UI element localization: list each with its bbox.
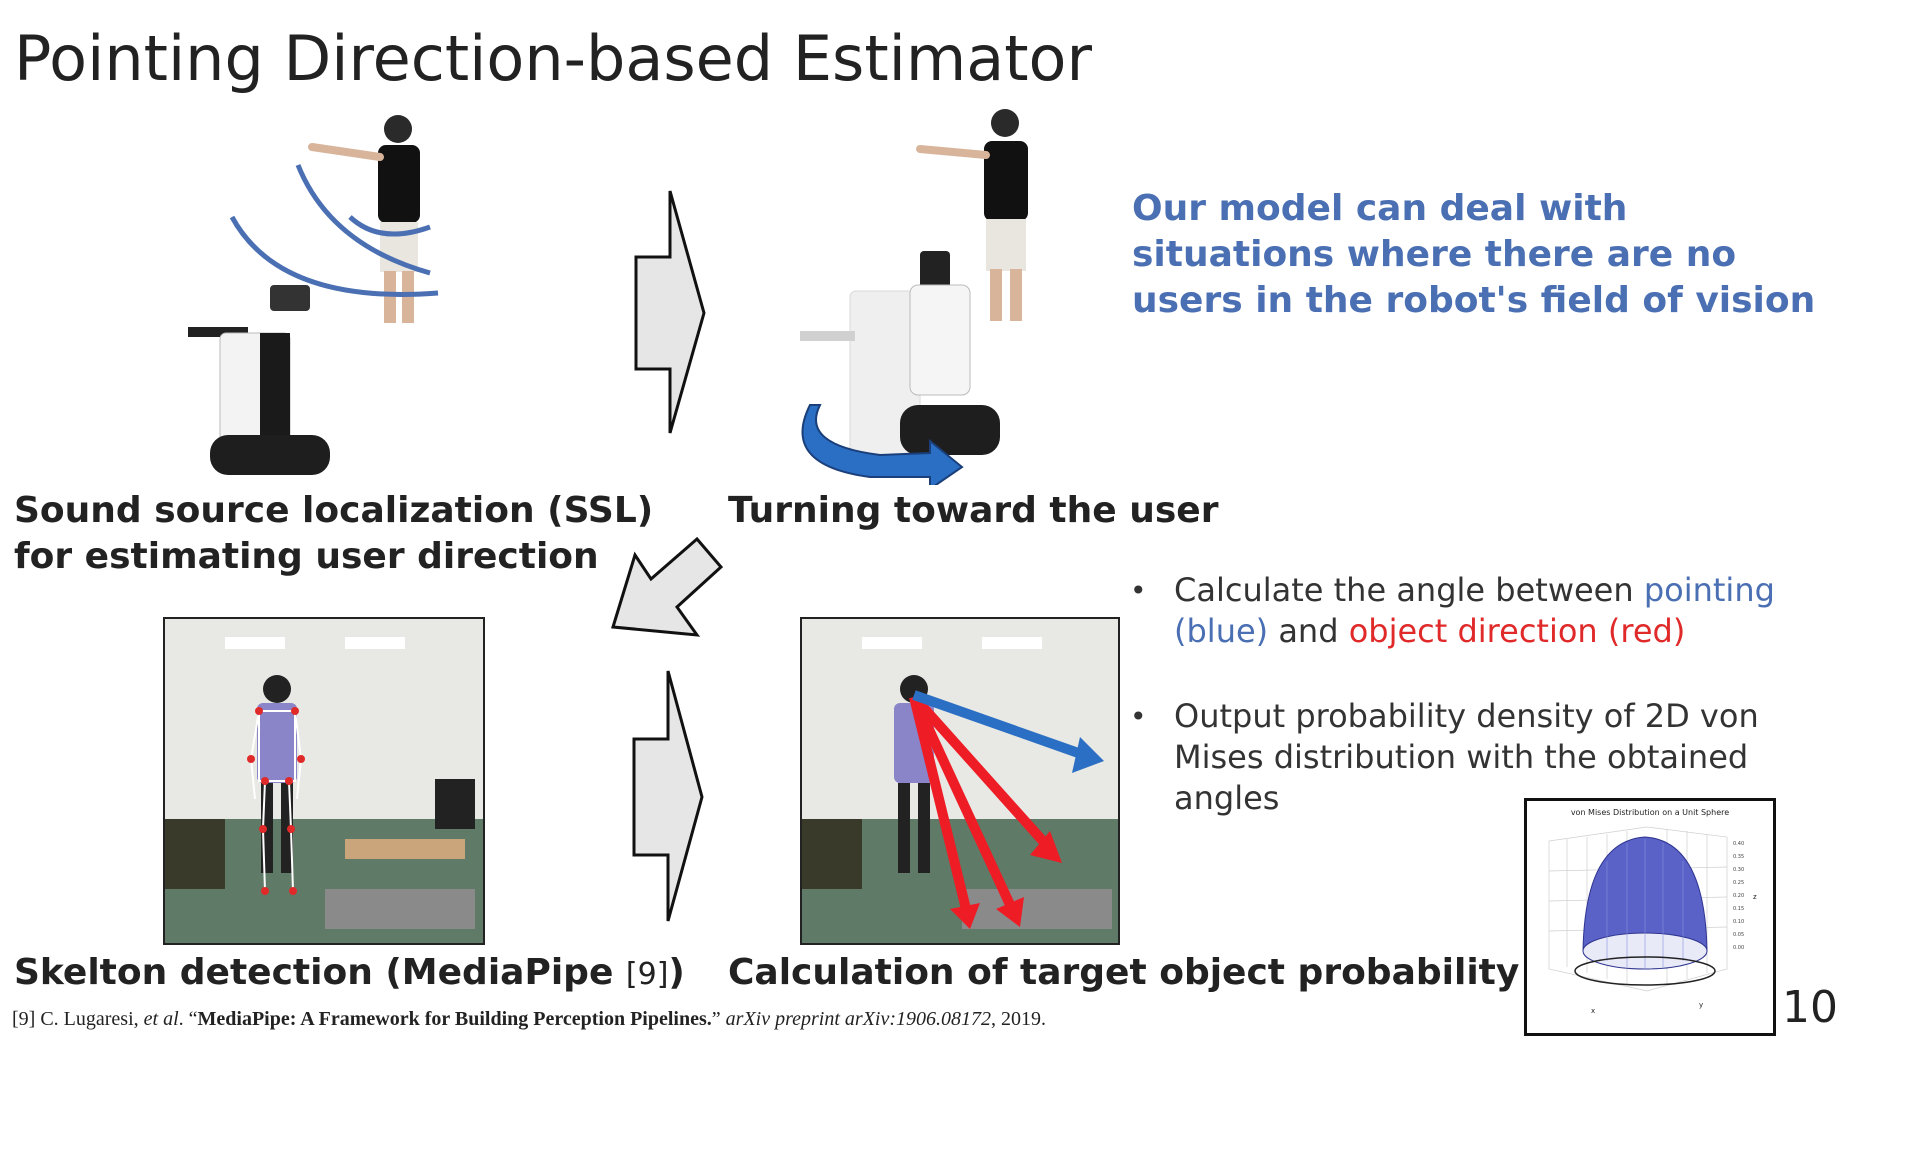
rotation-arrow [801, 404, 964, 485]
bullet-dot: • [1130, 574, 1147, 607]
skeleton-caption: Skelton detection (MediaPipe [9]) [14, 950, 685, 998]
page-number: 10 [1782, 982, 1838, 1033]
bullet-von-mises: • Output probability density of 2D von M… [1130, 696, 1790, 819]
object-direction-arrows [909, 693, 1062, 929]
z-tick: 0.25 [1733, 880, 1744, 886]
z-tick: 0.00 [1733, 945, 1744, 951]
plot-title: von Mises Distribution on a Unit Sphere [1571, 808, 1729, 817]
footnote-title: MediaPipe: A Framework for Building Perc… [197, 1008, 712, 1030]
footnote-year: , 2019. [991, 1008, 1046, 1030]
turning-illustration [800, 109, 1028, 485]
skeleton-caption-end: ) [668, 952, 685, 993]
ssl-illustration [188, 115, 439, 475]
ssl-caption-line2: for estimating user direction [14, 536, 599, 577]
y-axis-label: y [1699, 1001, 1703, 1009]
z-tick: 0.40 [1733, 841, 1744, 847]
user-figure [916, 109, 1028, 321]
ssl-caption-line1: Sound source localization (SSL) [14, 490, 654, 531]
bullet-von-mises-text: Output probability density of 2D von Mis… [1174, 697, 1759, 817]
calc-caption: Calculation of target object probability [728, 952, 1520, 993]
flow-arrow-right-bottom [632, 670, 704, 922]
calculation-scene [802, 619, 1118, 943]
x-axis-label: x [1591, 1007, 1595, 1015]
z-axis-ticks: 0.40 0.35 0.30 0.25 0.20 0.15 0.10 0.05 … [1733, 841, 1744, 951]
flow-arrow-down-left [611, 536, 724, 637]
plot-surface [1574, 836, 1716, 986]
skeleton-detection-photo [163, 617, 485, 945]
slide-title: Pointing Direction-based Estimator [14, 22, 1092, 95]
footnote-close: ” [711, 1008, 726, 1030]
ssl-caption: Sound source localization (SSL) for esti… [14, 488, 653, 580]
von-mises-plot-svg: von Mises Distribution on a Unit Sphere … [1548, 808, 1757, 1015]
pointing-direction-arrow [912, 690, 1104, 773]
skeleton-caption-ref: [9] [625, 957, 669, 992]
callout-text: Our model can deal with situations where… [1132, 188, 1816, 321]
z-tick: 0.10 [1733, 919, 1744, 925]
bullet-angle-part2: and [1268, 612, 1349, 650]
footnote-etal: et al [143, 1008, 179, 1030]
bullet-angle-part1: Calculate the angle between [1174, 571, 1644, 609]
skeleton-caption-main: Skelton detection (MediaPipe [14, 952, 626, 993]
flow-arrow-right-top [634, 190, 706, 434]
z-tick: 0.35 [1733, 854, 1744, 860]
bullet-dot: • [1130, 700, 1147, 733]
z-axis-label: z [1753, 893, 1757, 901]
footnote-dot: . “ [178, 1008, 198, 1030]
z-tick: 0.20 [1733, 893, 1744, 899]
skeleton-scene [165, 619, 483, 943]
footnote-citation: [9] C. Lugaresi, et al. “MediaPipe: A Fr… [12, 1008, 1046, 1031]
bullet-angle: • Calculate the angle between pointing (… [1130, 570, 1790, 652]
calculation-photo [800, 617, 1120, 945]
turn-caption: Turning toward the user [728, 490, 1219, 531]
skeleton-joints [247, 707, 305, 895]
footnote-venue: arXiv preprint arXiv:1906.08172 [725, 1008, 991, 1030]
robot-figure [900, 251, 1000, 455]
bullet-angle-object: object direction (red) [1348, 612, 1686, 650]
robot-figure [188, 285, 330, 475]
z-tick: 0.30 [1733, 867, 1744, 873]
sound-wave-arcs [229, 164, 439, 297]
z-tick: 0.05 [1733, 932, 1744, 938]
bullet-angle-pointing: pointing (blue) [1174, 571, 1775, 650]
von-mises-plot: von Mises Distribution on a Unit Sphere … [1524, 798, 1776, 1036]
footnote-ref: [9] C. Lugaresi, [12, 1008, 144, 1030]
z-tick: 0.15 [1733, 906, 1744, 912]
bullet-angle-text: Calculate the angle between pointing (bl… [1174, 570, 1790, 652]
